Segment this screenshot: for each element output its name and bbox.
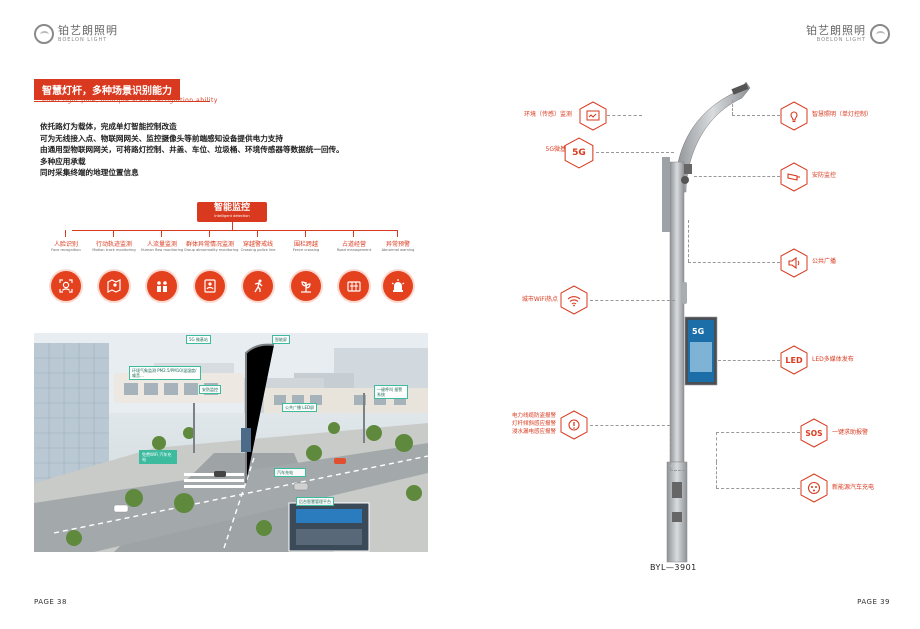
city-tag-broadcast: 公共广播 LED屏 xyxy=(282,403,318,412)
monitor-title-box: 智能监控 Intelligent detection xyxy=(197,202,267,222)
feature-label: 5G微基站 xyxy=(545,146,572,153)
description-line: 可为无线接入点、物联网网关、监控摄像头等前端感知设备提供电力支持 xyxy=(40,133,283,143)
description: 依托路灯为载体，完成单灯智能控制改造 可为无线接入点、物联网网关、监控摄像头等前… xyxy=(40,121,370,179)
left-page: 铂艺朗照明 BOELON LIGHT 智慧灯杆，多种场景识别能力 Smart l… xyxy=(34,24,428,606)
map-track-icon xyxy=(99,271,129,301)
feature-label: 环境（传感）监测 xyxy=(523,111,572,118)
feature-label: 公共广播 xyxy=(812,258,837,265)
smart-city-illustration: 5G 微基站 智能屏 环境气象监测 PM2.5/PM10/温湿度/噪音… 安防监… xyxy=(34,333,428,552)
monitor-item-group: 群体异常情况监测 Group abnormality monitoring xyxy=(184,230,238,301)
monitor-item-road: 占道经营 Road management xyxy=(328,230,380,301)
monitor-item-crossing: 穿越警戒线 Crossing police line xyxy=(232,230,284,301)
brand-mark-icon xyxy=(34,24,54,44)
feature-label: 一键求助报警 xyxy=(832,429,869,436)
brand-mark-icon xyxy=(870,24,890,44)
smart-pole-illustration: 5G xyxy=(662,81,751,563)
monitor-item-fence: 围栏跨越 Fence crossing xyxy=(280,230,332,301)
city-tag-env: 环境气象监测 PM2.5/PM10/温湿度/噪音… xyxy=(129,366,201,380)
brand-name-cn: 铂艺朗照明 xyxy=(58,24,118,37)
description-line: 多种应用承载 xyxy=(40,156,86,166)
tree-connector xyxy=(232,222,233,230)
brand-name-cn: 铂艺朗照明 xyxy=(806,24,866,37)
stall-icon xyxy=(339,271,369,301)
description-line: 同时采集终端的地理位置信息 xyxy=(40,168,139,178)
led-screen-text: 5G xyxy=(692,327,704,336)
city-tag-screen: 智能屏 xyxy=(272,335,290,344)
page-number: PAGE 39 xyxy=(857,598,890,606)
face-scan-icon xyxy=(51,271,81,301)
brand-logo: 铂艺朗照明 BOELON LIGHT xyxy=(34,24,118,44)
city-tag-platform: 后台智慧管理平台 xyxy=(296,497,334,506)
feature-label: 智慧照明（单灯控制） xyxy=(812,111,873,118)
feature-label: LED多媒体发布 xyxy=(812,356,854,363)
city-scene xyxy=(34,333,428,552)
env-monitor-icon xyxy=(579,101,607,131)
description-line: 依托路灯为载体，完成单灯智能控制改造 xyxy=(40,122,177,131)
monitor-title-en: Intelligent detection xyxy=(214,214,250,218)
city-tag-ev: 汽车充电 xyxy=(274,468,306,477)
city-tag-5g: 5G 微基站 xyxy=(186,335,211,344)
tree-connector xyxy=(72,230,398,231)
brand-logo: 铂艺朗照明 BOELON LIGHT xyxy=(806,24,890,44)
feature-label: 电力线缆防盗报警 灯杆倾斜感应报警 浸水漏电感应报警 xyxy=(511,413,556,435)
led-icon: LED xyxy=(780,345,808,375)
brand-name-en: BOELON LIGHT xyxy=(816,37,866,43)
monitor-item-track: 行动轨迹监测 Motion track monitoring xyxy=(88,230,140,301)
group-alert-icon xyxy=(195,271,225,301)
5g-icon: 5G xyxy=(564,137,594,169)
wifi-icon xyxy=(560,285,588,315)
page-number: PAGE 38 xyxy=(34,598,67,606)
crowd-icon xyxy=(147,271,177,301)
city-tag-security: 安防监控 xyxy=(199,385,221,394)
monitor-item-warning: 异常预警 Abnormal warning xyxy=(372,230,424,301)
section-title: 智慧灯杆，多种场景识别能力 xyxy=(34,79,210,102)
city-tag-sos: 一键呼叫 报警系统 xyxy=(374,385,408,399)
description-line: 由通用型物联网网关，可将路灯控制、井盖、车位、垃圾桶、环境传感器等数据统一回传。 xyxy=(40,145,344,155)
pole-model: BYL—3901 xyxy=(650,563,697,572)
brand-name-en: BOELON LIGHT xyxy=(58,37,108,43)
section-subtitle: Smart light pole, multiple scene recogni… xyxy=(40,97,218,104)
running-person-icon xyxy=(243,271,273,301)
alarm-light-icon xyxy=(383,271,413,301)
fence-icon xyxy=(291,271,321,301)
feature-label: 新能源汽车充电 xyxy=(832,484,875,491)
feature-label: 安防监控 xyxy=(812,172,837,179)
ev-plug-icon xyxy=(800,473,828,503)
alarm-icon xyxy=(560,410,588,440)
monitor-item-crowd: 人流量监测 Human flow monitoring xyxy=(136,230,188,301)
monitor-title: 智能监控 xyxy=(213,203,250,213)
camera-icon xyxy=(780,162,808,192)
feature-label: 城市WiFi热点 xyxy=(521,296,558,303)
right-page: 铂艺朗照明 BOELON LIGHT 5G BYL—3901 xyxy=(460,0,920,629)
speaker-icon xyxy=(780,248,808,278)
sos-icon: SOS xyxy=(800,418,828,448)
city-tag-wifi: 免费WiFi 汽车充电 xyxy=(139,450,177,464)
bulb-icon xyxy=(780,101,808,131)
monitor-item-face: 人脸识别 Face recognition xyxy=(40,230,92,301)
